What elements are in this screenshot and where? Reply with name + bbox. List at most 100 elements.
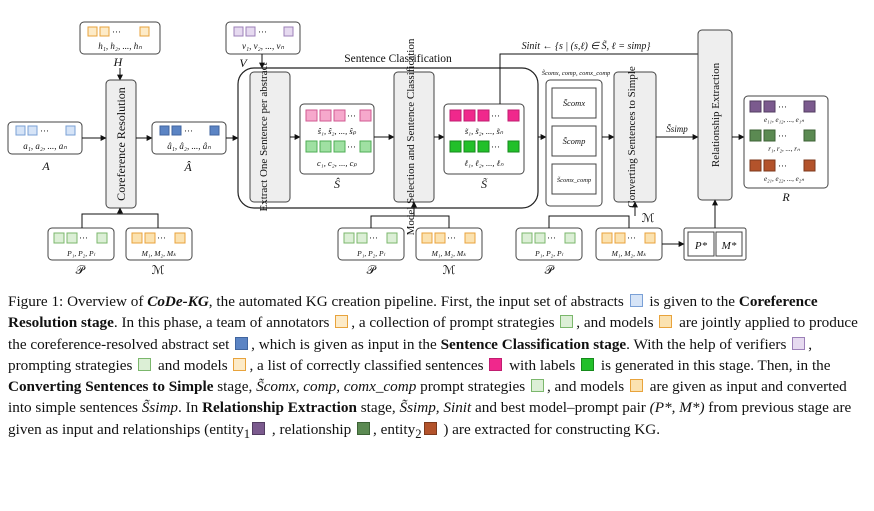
svg-text:···: ··· [447, 233, 456, 243]
abstracts-swatch [629, 294, 643, 307]
extract-sentence-step: Extract One Sentence per abstract [249, 62, 291, 212]
P-list-2: P₁, P₂, Pₗ [356, 249, 385, 258]
M-label-1: ℳ [152, 263, 165, 277]
S-hat-box: ··· ŝ₁, ŝ₂, ..., ŝₚ ··· c₁, c₂, ..., cₚ [299, 103, 375, 175]
model-selection-label: Model Selection and Sentence Classificat… [405, 38, 417, 235]
entity1-swatch [252, 421, 266, 435]
M-label-3: ℳ [642, 211, 655, 225]
A-hat-resolved-box: ··· â₁, â₂, ..., âₙ [151, 121, 227, 155]
sinit-definition: Sinit ← {s | (s,ℓ) ∈ S̃, ℓ = simp} [522, 39, 651, 52]
V-list: v₁, v₂, ..., vₙ [242, 41, 284, 51]
caption-text: , a collection of prompt strategies [351, 314, 559, 332]
converting-stage-label: Converting Sentences to Simple [626, 66, 638, 208]
symbol-best-pair: (P*, M*) [649, 399, 705, 417]
M-list-3: M₁, M₂, Mₖ [611, 249, 647, 258]
R-row1: e₁₁, e₁₂, ..., e₁ₙ [764, 116, 804, 124]
stage-converting: Converting Sentences to Simple [8, 378, 214, 396]
P-list-3: P₁, P₂, Pₗ [534, 249, 563, 258]
V-label: V [239, 56, 248, 70]
rel-stage-label: Relationship Extraction [710, 62, 722, 167]
svg-text:···: ··· [347, 111, 356, 121]
A-label: A [41, 159, 50, 173]
prompts-box-3: ··· P₁, P₂, Pₗ [515, 227, 583, 261]
svg-text:···: ··· [258, 27, 267, 37]
S-hat-label: Ŝ [334, 177, 340, 191]
prompts-swatch-3 [530, 379, 544, 393]
caption-text: , and models [546, 378, 628, 396]
comx-header: S̃comx, comp, comx_comp [542, 70, 611, 77]
sentence-classification-stage: Sentence Classification [237, 53, 539, 209]
figure-label: Figure 1: [8, 293, 64, 310]
svg-text:···: ··· [778, 161, 787, 171]
P-label-3: 𝒫 [545, 263, 555, 277]
S-hat-list: ŝ₁, ŝ₂, ..., ŝₚ [318, 126, 357, 136]
prompts-box-1: ··· P₁, P₂, Pₗ [47, 227, 115, 261]
coreference-resolution-stage: Coreference Resolution [105, 79, 137, 209]
caption-text: Overview of [63, 293, 148, 310]
relationship-extraction-stage: Relationship Extraction [697, 29, 733, 201]
model-selection-step: Model Selection and Sentence Classificat… [393, 38, 435, 235]
svg-text:···: ··· [184, 126, 193, 136]
caption-text: prompt strategies [416, 378, 529, 396]
P-label-1: 𝒫 [76, 263, 86, 277]
S-tilde-labels: ℓ₁, ℓ₂, ..., ℓₙ [464, 158, 504, 168]
S-tilde-label: S̃ [481, 177, 488, 191]
svg-text:···: ··· [157, 233, 166, 243]
svg-text:···: ··· [347, 142, 356, 152]
caption-text: are jointly applied to produce the coref… [8, 314, 858, 353]
M-label-2: ℳ [443, 263, 456, 277]
A-list: a₁, a₂, ..., aₙ [23, 141, 67, 151]
caption-text: . In [178, 399, 203, 417]
caption-text: , prompting strategies [8, 335, 812, 374]
svg-text:···: ··· [491, 111, 500, 121]
symbol-comx: S̃comx, comp, comx_comp [256, 378, 417, 396]
system-name: CoDe-KG [147, 293, 209, 310]
svg-text:···: ··· [547, 233, 556, 243]
best-model: M* [721, 240, 737, 252]
S-tilde-box: ··· s̃₁, s̃₂, ..., s̃ₙ ··· ℓ₁, ℓ₂, ..., … [443, 103, 525, 175]
svg-text:Extract One Sentence per abstr: Extract One Sentence per abstract [258, 62, 270, 211]
caption-text: , which is given as input in the [251, 335, 441, 353]
caption-text: are given as input and converted into si… [8, 378, 847, 417]
P-list-1: P₁, P₂, Pₗ [66, 249, 95, 258]
comx-box-3: S̃comx_comp [557, 177, 592, 184]
R-row2: r₁, r₂, ..., rₙ [768, 145, 800, 153]
A-abstracts-box: ··· a₁, a₂, ..., aₙ [7, 121, 83, 155]
V-verifiers-box: ··· v₁, v₂, ..., vₙ [225, 21, 301, 55]
R-output-box: ··· e₁₁, e₁₂, ..., e₁ₙ ··· r₁, r₂, ..., … [743, 95, 829, 189]
models-box-1: ··· M₁, M₂, Mₖ [125, 227, 193, 261]
caption-text: from previous stage are given as input a… [8, 399, 852, 438]
A-hat-list: â₁, â₂, ..., âₙ [167, 141, 211, 151]
models-box-2: ··· M₁, M₂, Mₖ [415, 227, 483, 261]
prompting-swatch [138, 357, 152, 371]
prompts-box-2: ··· P₁, P₂, Pₗ [337, 227, 405, 261]
R-label: R [781, 190, 790, 204]
best-pair-box: P* M* [683, 227, 747, 261]
figure-caption: Figure 1: Overview of CoDe-KG, the autom… [8, 291, 864, 445]
M-list-1: M₁, M₂, Mₖ [141, 249, 177, 258]
svg-text:···: ··· [112, 27, 121, 37]
caption-subscript: 2 [415, 426, 422, 441]
models-swatch-3 [629, 379, 643, 393]
models-box-3: ··· M₁, M₂, Mₖ [595, 227, 663, 261]
best-prompt: P* [694, 240, 708, 252]
stage-relationship: Relationship Extraction [202, 399, 357, 417]
annotators-swatch [335, 315, 349, 329]
caption-text: and models [154, 356, 232, 374]
resolved-set-swatch [235, 336, 249, 350]
caption-subscript: 1 [243, 426, 251, 441]
ssimp-arrow-label: S̃simp [666, 124, 688, 134]
symbol-ssimp-sinit: S̃simp, Sinit [399, 399, 472, 417]
P-label-2: 𝒫 [367, 263, 377, 277]
prompts-swatch [560, 315, 574, 329]
caption-text: with labels [505, 356, 580, 374]
caption-text: , relationship [268, 420, 356, 438]
sentences-swatch [489, 357, 503, 371]
caption-text: , the automated KG creation pipeline. Fi… [208, 293, 628, 310]
comx-group-box: S̃comx S̃comp S̃comx_comp [545, 79, 603, 207]
caption-text: stage, [213, 378, 257, 396]
sentence-classification-label: Sentence Classification [344, 53, 452, 65]
caption-text: and best model–prompt pair [471, 399, 650, 417]
caption-text: is given to the [645, 293, 739, 310]
svg-text:···: ··· [778, 102, 787, 112]
